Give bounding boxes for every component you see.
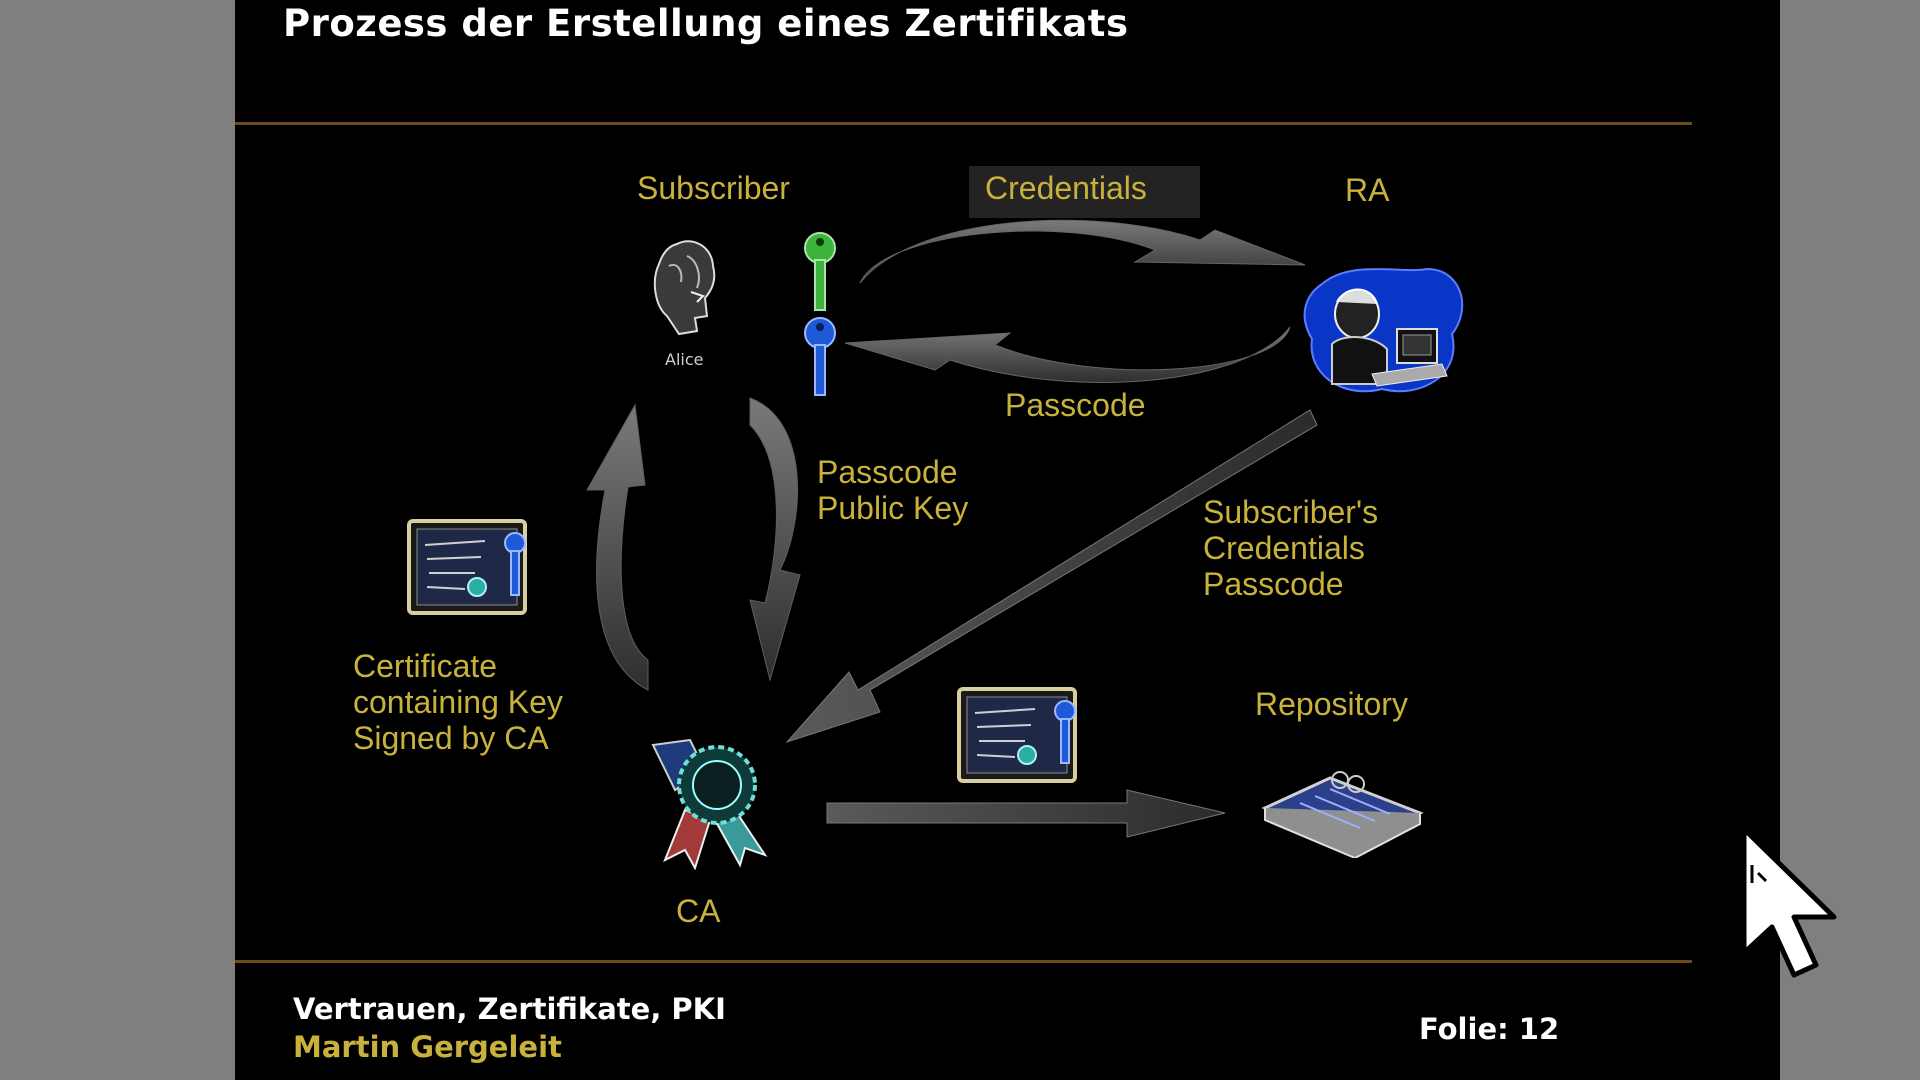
- footer-divider: [235, 960, 1692, 963]
- title-divider: [235, 122, 1692, 125]
- slide-number: Folie: 12: [1419, 1012, 1560, 1046]
- passcode-arrow: [844, 326, 1291, 383]
- alice-caption: Alice: [665, 350, 704, 369]
- flow-arrows: [586, 219, 1318, 838]
- ca-to-repository-arrow: [826, 789, 1226, 838]
- blue-key-icon: [804, 317, 836, 396]
- footer-course-title: Vertrauen, Zertifikate, PKI: [293, 992, 726, 1026]
- passcode-label: Passcode: [1005, 387, 1146, 423]
- repository-label: Repository: [1255, 686, 1408, 722]
- cert-line3: Signed by CA: [353, 720, 549, 756]
- passcode-pubkey-line2: Public Key: [817, 490, 969, 526]
- ra-operator-icon: [1303, 267, 1464, 393]
- ra-to-ca-arrow: [785, 409, 1318, 744]
- ra-to-ca-label: Subscriber's Credentials Passcode: [1203, 494, 1378, 602]
- slide-title: Prozess der Erstellung eines Zertifikats: [283, 2, 1129, 45]
- subscriber-to-ca-arrow: [749, 397, 801, 682]
- cert-line2: containing Key: [353, 684, 563, 720]
- certificate-icon: [407, 519, 527, 615]
- passcode-pubkey-line1: Passcode: [817, 454, 958, 490]
- ra-to-ca-line3: Passcode: [1203, 566, 1344, 602]
- mouse-cursor-icon: [1741, 826, 1837, 978]
- ca-to-subscriber-arrow: [586, 403, 649, 691]
- green-key-icon: [804, 232, 836, 311]
- ca-label: CA: [676, 893, 721, 929]
- credentials-highlight: [969, 166, 1200, 218]
- alice-icon: Alice: [647, 236, 727, 376]
- ra-label: RA: [1345, 172, 1390, 208]
- ra-to-ca-line1: Subscriber's: [1203, 494, 1379, 530]
- passcode-pubkey-label: Passcode Public Key: [817, 454, 968, 526]
- subscriber-label: Subscriber: [637, 170, 790, 206]
- credentials-arrow: [859, 219, 1306, 284]
- slide: Prozess der Erstellung eines Zertifikats…: [235, 0, 1780, 1080]
- footer-author: Martin Gergeleit: [293, 1030, 562, 1064]
- ra-to-ca-line2: Credentials: [1203, 530, 1365, 566]
- certificate-icon-repository: [957, 687, 1077, 783]
- certificate-label: Certificate containing Key Signed by CA: [353, 648, 563, 756]
- ca-seal-icon: [651, 738, 768, 870]
- repository-book-icon: [1261, 771, 1424, 858]
- cert-line1: Certificate: [353, 648, 498, 684]
- credentials-label: Credentials: [985, 170, 1147, 206]
